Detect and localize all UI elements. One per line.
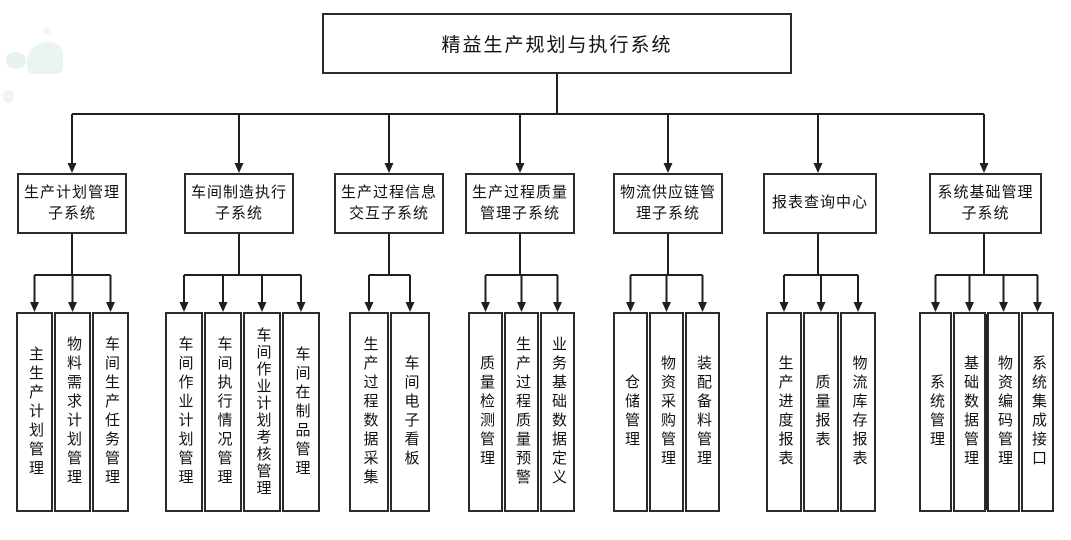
watermark-artifact: [3, 90, 14, 103]
leaf-label: 质量报表: [813, 374, 830, 450]
leaf-workshop-job-plan: 车间作业计划管理: [165, 312, 203, 512]
leaf-master-production-plan: 主生产计划管理: [16, 312, 53, 512]
subsystem-box-production-planning: 生产计划管理 子系统: [17, 173, 127, 234]
leaf-label: 车间作业计划考核管理: [254, 327, 271, 497]
leaf-group-report-query-center: 生产进度报表 质量报表 物流库存报表: [766, 312, 876, 512]
leaf-production-progress-report: 生产进度报表: [766, 312, 802, 512]
leaf-workshop-wip-management: 车间在制品管理: [282, 312, 320, 512]
leaf-label: 车间电子看板: [402, 355, 419, 469]
leaf-group-production-planning: 主生产计划管理 物料需求计划管理 车间生产任务管理: [16, 312, 129, 512]
subsystem-box-logistics-supply-chain: 物流供应链管 理子系统: [613, 173, 723, 234]
leaf-label: 仓储管理: [623, 374, 639, 450]
leaf-material-requirements-plan: 物料需求计划管理: [54, 312, 91, 512]
leaf-assembly-material-preparation: 装配备料管理: [685, 312, 720, 512]
subsystem-box-workshop-manufacturing-execution: 车间制造执行 子系统: [184, 173, 294, 234]
leaf-workshop-execution-status: 车间执行情况管理: [204, 312, 242, 512]
leaf-workshop-production-task: 车间生产任务管理: [92, 312, 129, 512]
subsystem-label: 生产过程信息 交互子系统: [340, 184, 437, 222]
leaf-label: 车间作业计划管理: [176, 336, 193, 488]
subsystem-box-process-information-interaction: 生产过程信息 交互子系统: [334, 173, 444, 234]
leaf-group-logistics-supply-chain: 仓储管理 物资采购管理 装配备料管理: [613, 312, 720, 512]
leaf-group-process-information-interaction: 生产过程数据采集 车间电子看板: [349, 312, 430, 512]
leaf-quality-report: 质量报表: [803, 312, 839, 512]
leaf-workshop-job-plan-assessment: 车间作业计划考核管理: [243, 312, 281, 512]
leaf-quality-inspection: 质量检测管理: [468, 312, 503, 512]
leaf-label: 物流库存报表: [850, 355, 867, 469]
leaf-label: 基础数据管理: [962, 355, 978, 469]
subsystem-box-report-query-center: 报表查询中心: [763, 173, 877, 234]
leaf-process-quality-warning: 生产过程质量预警: [504, 312, 539, 512]
leaf-group-process-quality-management: 质量检测管理 生产过程质量预警 业务基础数据定义: [468, 312, 575, 512]
subsystem-label: 生产过程质量 管理子系统: [471, 184, 568, 222]
subsystem-box-system-foundation-management: 系统基础管理 子系统: [929, 173, 1042, 234]
leaf-material-coding-management: 物资编码管理: [987, 312, 1020, 512]
leaf-system-management: 系统管理: [919, 312, 952, 512]
subsystem-label: 物流供应链管 理子系统: [619, 184, 716, 222]
leaf-label: 装配备料管理: [695, 355, 711, 469]
leaf-label: 车间生产任务管理: [103, 336, 119, 488]
leaf-label: 业务基础数据定义: [550, 336, 566, 488]
leaf-label: 系统集成接口: [1030, 355, 1046, 469]
watermark-artifact: [44, 28, 51, 34]
leaf-label: 物资采购管理: [659, 355, 675, 469]
subsystem-label: 报表查询中心: [771, 195, 868, 211]
leaf-production-process-data-collection: 生产过程数据采集: [349, 312, 389, 512]
leaf-label: 生产过程数据采集: [361, 336, 378, 488]
leaf-basic-data-management: 基础数据管理: [953, 312, 986, 512]
leaf-material-procurement: 物资采购管理: [649, 312, 684, 512]
root-box-lean-production-system: 精益生产规划与执行系统: [322, 13, 792, 74]
watermark-artifact: [27, 42, 63, 74]
leaf-label: 车间在制品管理: [293, 345, 310, 479]
leaf-label: 系统管理: [928, 374, 944, 450]
subsystem-label: 系统基础管理 子系统: [937, 184, 1034, 222]
leaf-logistics-inventory-report: 物流库存报表: [840, 312, 876, 512]
leaf-business-basic-data-definition: 业务基础数据定义: [540, 312, 575, 512]
subsystem-label: 生产计划管理 子系统: [23, 184, 120, 222]
leaf-label: 生产过程质量预警: [514, 336, 530, 488]
subsystem-label: 车间制造执行 子系统: [190, 184, 287, 222]
leaf-label: 物料需求计划管理: [65, 336, 81, 488]
leaf-label: 质量检测管理: [478, 355, 494, 469]
leaf-group-system-foundation-management: 系统管理 基础数据管理 物资编码管理 系统集成接口: [919, 312, 1054, 512]
leaf-label: 主生产计划管理: [27, 345, 43, 479]
watermark-artifact: [6, 52, 26, 69]
leaf-workshop-e-kanban: 车间电子看板: [390, 312, 430, 512]
leaf-group-workshop-manufacturing-execution: 车间作业计划管理 车间执行情况管理 车间作业计划考核管理 车间在制品管理: [165, 312, 320, 512]
leaf-label: 生产进度报表: [776, 355, 793, 469]
root-label: 精益生产规划与执行系统: [441, 35, 673, 56]
leaf-system-integration-interface: 系统集成接口: [1021, 312, 1054, 512]
leaf-label: 车间执行情况管理: [215, 336, 232, 488]
leaf-warehouse-management: 仓储管理: [613, 312, 648, 512]
subsystem-box-process-quality-management: 生产过程质量 管理子系统: [465, 173, 575, 234]
leaf-label: 物资编码管理: [996, 355, 1012, 469]
